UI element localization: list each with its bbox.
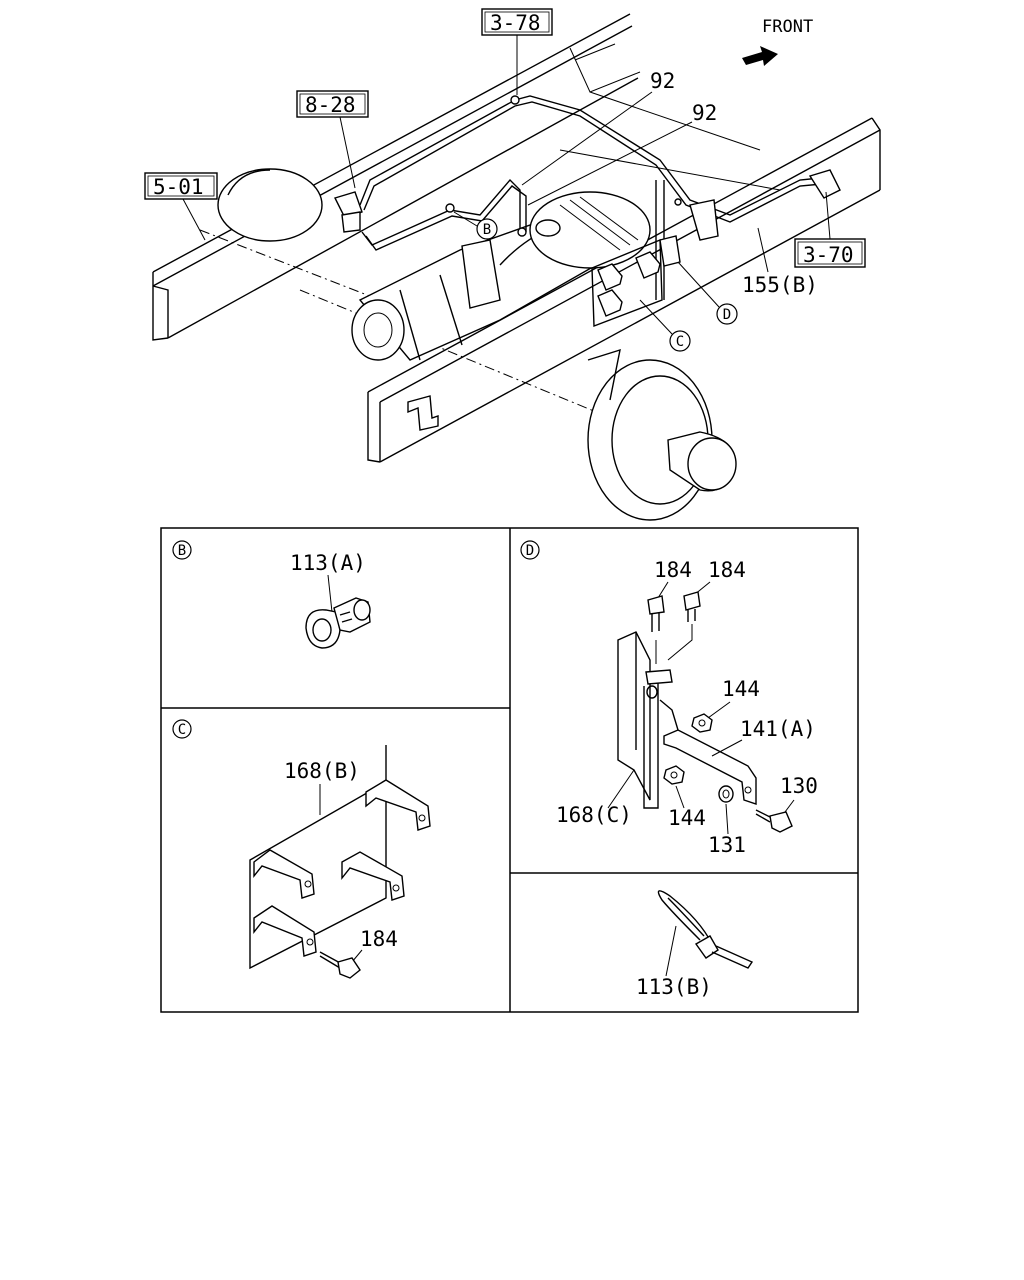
front-arrow-icon	[742, 46, 778, 66]
detail-b-panel: B 113(A)	[172, 540, 371, 649]
ref-box-5-01[interactable]: 5-01	[144, 172, 218, 200]
bolts-184-icon	[647, 591, 701, 664]
detail-c-marker: C	[172, 719, 192, 739]
ref-box-3-70[interactable]: 3-70	[794, 238, 866, 268]
nut-144-upper-icon	[691, 713, 713, 733]
brake-pipe-routing	[334, 95, 841, 300]
callout-155b: 155(B)	[742, 273, 818, 297]
detail-marker-b[interactable]: B	[476, 218, 498, 240]
marker-letter: C	[676, 334, 684, 350]
part-168c-label: 168(C)	[556, 803, 632, 827]
part-144-label-lower: 144	[668, 806, 706, 830]
part-184-label-c: 184	[360, 927, 398, 951]
part-141a-label: 141(A)	[740, 717, 816, 741]
axle-housing	[351, 191, 651, 361]
ref-label: 8-28	[305, 93, 356, 117]
part-130-label: 130	[780, 774, 818, 798]
front-direction-indicator: FRONT	[742, 17, 813, 66]
front-label: FRONT	[762, 17, 813, 37]
detail-d-marker: D	[520, 540, 540, 560]
ref-label: 3-78	[490, 11, 541, 35]
callout-92-lower: 92	[692, 101, 717, 125]
detail-panels-frame	[160, 527, 859, 1013]
right-frame-rail	[367, 117, 881, 463]
part-113a-label: 113(A)	[290, 551, 366, 575]
washer-131-icon	[718, 785, 734, 803]
detail-marker-d[interactable]: D	[716, 303, 738, 325]
detail-b-marker: B	[172, 540, 192, 560]
bolt-130-icon	[755, 809, 793, 833]
detail-marker-c[interactable]: C	[669, 330, 691, 352]
detail-e-panel: 113(B)	[636, 890, 754, 999]
right-wheel	[587, 348, 737, 521]
part-144-label-upper: 144	[722, 677, 760, 701]
part-184-label-d1: 184	[654, 558, 692, 582]
detail-c-panel: C 168(B) 184	[172, 719, 431, 979]
bracket-168b-icon	[249, 745, 431, 970]
callout-92-upper: 92	[650, 69, 675, 93]
part-184-label-d2: 184	[708, 558, 746, 582]
ref-box-8-28[interactable]: 8-28	[296, 90, 369, 118]
left-wheel-hub	[217, 168, 323, 242]
bolt-184-icon	[319, 951, 361, 979]
svg-text:D: D	[526, 543, 534, 559]
cable-tie-113b-icon	[657, 890, 754, 969]
svg-text:B: B	[178, 543, 186, 559]
bracket-168c-icon	[617, 631, 679, 809]
ref-label: 3-70	[803, 243, 854, 267]
main-assembly-view: FRONT	[144, 8, 881, 521]
part-113b-label: 113(B)	[636, 975, 712, 999]
pipe-brackets	[591, 199, 719, 328]
ref-label: 5-01	[153, 175, 204, 199]
part-131-label: 131	[708, 833, 746, 857]
marker-letter: B	[483, 222, 491, 238]
nut-144-lower-icon	[663, 765, 685, 785]
ref-box-3-78[interactable]: 3-78	[481, 8, 553, 36]
clip-113a-icon	[305, 597, 371, 649]
marker-letter: D	[723, 307, 731, 323]
bracket-141a-icon	[663, 729, 757, 805]
part-168b-label: 168(B)	[284, 759, 360, 783]
svg-text:C: C	[178, 722, 186, 738]
detail-d-panel: D 184 184 144 141(A	[520, 540, 818, 857]
